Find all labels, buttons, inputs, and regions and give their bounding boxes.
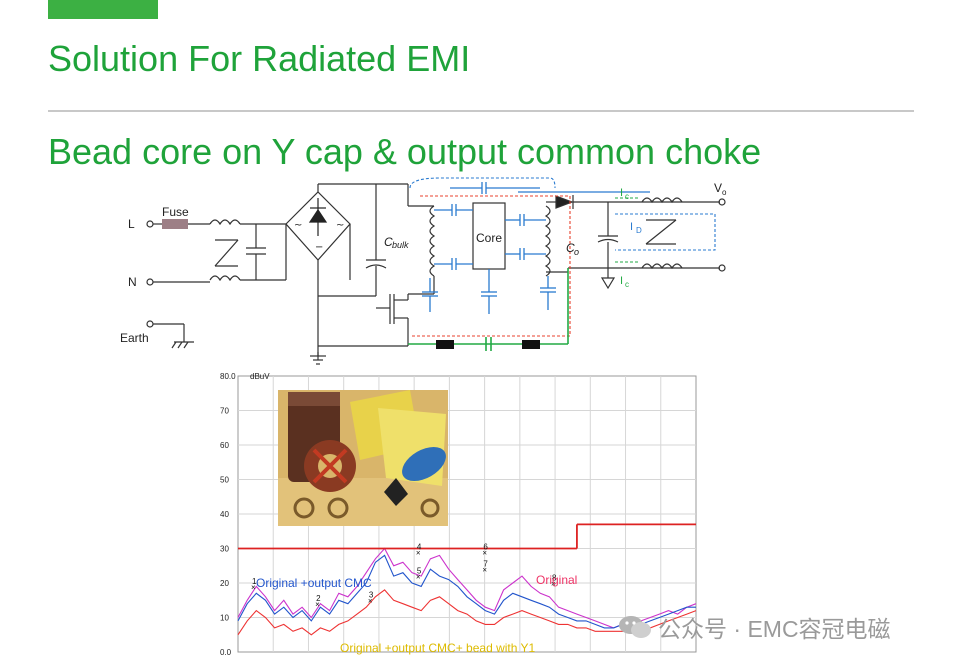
slide-title: Solution For Radiated EMI	[48, 38, 471, 79]
y-tick-label: 40	[220, 510, 229, 519]
fuse	[162, 219, 188, 229]
accent-bar	[48, 0, 158, 19]
label-id-sub: D	[636, 226, 642, 235]
watermark: 公众号 · EMC容冠电磁	[618, 610, 891, 644]
series-line-2	[237, 589, 697, 636]
terminal-n	[146, 278, 154, 286]
label-earth: Earth	[120, 331, 149, 345]
y-axis-unit: dBuV	[250, 372, 270, 381]
terminal-vo	[718, 198, 726, 206]
title-divider	[48, 110, 914, 112]
terminal-return	[718, 264, 726, 272]
peak-marker-x: ×	[551, 579, 556, 588]
y-tick-label: 80.0	[220, 372, 236, 381]
peak-marker-x: ×	[482, 548, 487, 557]
label-ic-top: I	[620, 187, 623, 199]
svg-text:~: ~	[336, 220, 344, 231]
peak-marker-label: 2	[316, 594, 321, 603]
terminal-l	[146, 220, 154, 228]
y-tick-label: 20	[220, 579, 229, 588]
label-ic-bottom: I	[620, 275, 623, 287]
svg-text:~: ~	[294, 220, 302, 231]
label-id: I	[630, 221, 633, 233]
peak-marker-label: 6	[483, 542, 488, 551]
peak-marker-x: ×	[315, 600, 320, 609]
label-co: C	[566, 241, 575, 255]
label-fuse: Fuse	[162, 205, 189, 219]
peak-marker-label: 4	[417, 542, 422, 551]
terminal-earth	[146, 320, 154, 328]
ferrite-bead-left	[436, 340, 454, 349]
label-n: N	[128, 275, 137, 289]
y-tick-label: 10	[220, 614, 229, 623]
peak-marker-label: 7	[483, 560, 488, 569]
label-cbulk-sub: bulk	[392, 240, 409, 250]
annotation-original-cmc: Original +output CMC	[256, 576, 372, 590]
peak-marker-label: 3	[369, 591, 374, 600]
peak-marker-x: ×	[416, 573, 421, 582]
flyback-schematic: L N Earth Fuse Core C bulk C o V o I c I…	[120, 177, 727, 365]
y-tick-label: 60	[220, 441, 229, 450]
label-ic-bottom-sub: c	[625, 280, 629, 289]
label-vo: V	[714, 181, 722, 195]
wechat-icon	[619, 616, 651, 638]
peak-marker-x: ×	[251, 583, 256, 592]
ferrite-bead-right	[522, 340, 540, 349]
label-cbulk: C	[384, 235, 393, 249]
peak-marker-x: ×	[482, 566, 487, 575]
watermark-text: 公众号 · EMC容冠电磁	[658, 616, 891, 642]
annotation-bead: Original +output CMC+ bead with Y1	[340, 641, 536, 655]
svg-text:−: −	[315, 242, 323, 253]
label-l: L	[128, 217, 135, 231]
peak-marker-label: 1	[252, 577, 257, 586]
label-ic-top-sub: c	[625, 192, 629, 201]
label-co-sub: o	[574, 247, 579, 257]
annotation-original: Original	[536, 573, 577, 587]
y-tick-label: 50	[220, 476, 229, 485]
label-core: Core	[476, 231, 502, 245]
y-tick-label: 0.0	[220, 648, 232, 657]
y-tick-label: 70	[220, 407, 229, 416]
peak-marker-label: 5	[417, 567, 422, 576]
slide-subtitle: Bead core on Y cap & output common choke	[48, 131, 762, 172]
y-tick-label: 30	[220, 545, 229, 554]
peak-marker-x: ×	[368, 597, 373, 606]
peak-marker-label: 8	[552, 573, 557, 582]
peak-marker-x: ×	[416, 548, 421, 557]
label-vo-sub: o	[722, 188, 727, 197]
product-photo-inset	[278, 390, 448, 526]
